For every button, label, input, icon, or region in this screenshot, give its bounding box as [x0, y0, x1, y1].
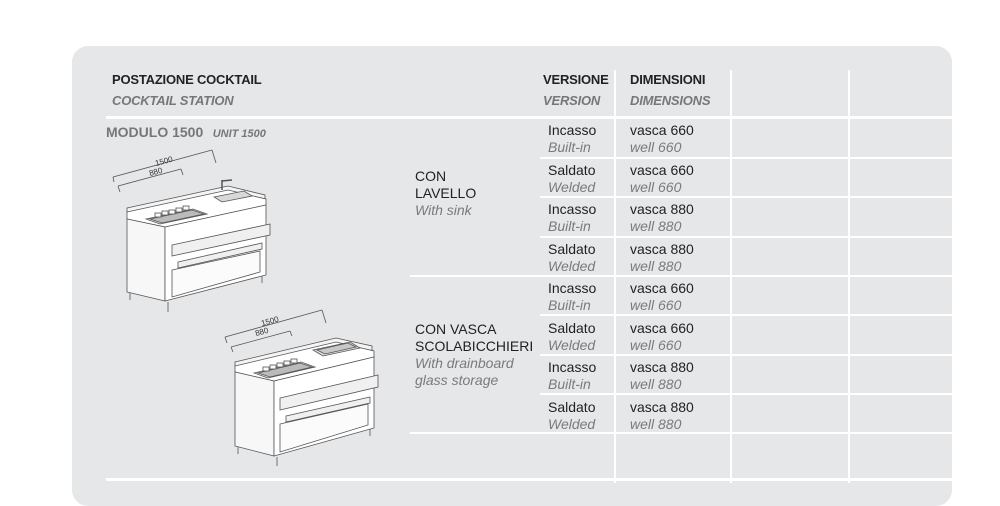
group-label-line: CON — [415, 168, 447, 184]
group-label-line: SCOLABICCHIERI — [415, 338, 534, 354]
group-divider — [410, 275, 952, 277]
station-with-drainboard-drawing: 1500 880 — [224, 309, 379, 466]
row-divider — [540, 196, 952, 198]
group-label-en: glass storage — [415, 372, 499, 388]
version-cell: Incasso — [548, 359, 597, 375]
dimension-cell-en: well 660 — [630, 297, 682, 313]
version-cell-en: Built-in — [548, 297, 591, 313]
version-cell: Incasso — [548, 201, 597, 217]
group-with-drainboard: CON VASCA SCOLABICCHIERI With drainboard… — [415, 321, 533, 389]
version-cell: Saldato — [548, 162, 596, 178]
version-cell: Incasso — [548, 280, 597, 296]
dimension-cell-en: well 660 — [630, 139, 682, 155]
dimensions-header: DIMENSIONI — [630, 72, 706, 87]
dimension-cell-en: well 880 — [630, 258, 682, 274]
dimension-cell: vasca 880 — [630, 241, 694, 257]
dimension-cell-en: well 660 — [630, 179, 682, 195]
version-header: VERSIONE — [543, 72, 609, 87]
table-bottom-divider — [410, 432, 952, 434]
dimension-cell: vasca 660 — [630, 280, 694, 296]
row-divider — [540, 236, 952, 238]
module-label-it: MODULO 1500 — [106, 124, 204, 140]
module-label: MODULO 1500 UNIT 1500 — [106, 124, 266, 142]
dimension-cell: vasca 660 — [630, 162, 694, 178]
station-with-sink-drawing: 1500 880 — [112, 149, 271, 312]
version-cell-en: Welded — [548, 416, 596, 432]
dimension-cell: vasca 660 — [630, 122, 694, 138]
version-cell: Saldato — [548, 320, 596, 336]
station-title-en: COCKTAIL STATION — [112, 93, 234, 108]
divider-header — [106, 116, 952, 119]
dimension-cell: vasca 880 — [630, 201, 694, 217]
dimension-cell-en: well 880 — [630, 416, 682, 432]
dimension-cell-en: well 880 — [630, 218, 682, 234]
dimension-cell: vasca 880 — [630, 399, 694, 415]
table-row: Incasso Built-in vasca 880 well 880 — [0, 358, 1000, 397]
group-label-line: CON VASCA — [415, 321, 497, 337]
version-cell-en: Welded — [548, 258, 596, 274]
footer-divider — [106, 478, 952, 481]
basin-width-dimension: 880 — [148, 166, 164, 178]
table-row: Saldato Welded vasca 660 well 660 — [0, 319, 1000, 358]
module-label-en: UNIT 1500 — [212, 128, 266, 140]
row-divider — [540, 354, 952, 356]
row-divider — [540, 393, 952, 395]
dimension-cell-en: well 660 — [630, 337, 682, 353]
group-label-en: With sink — [415, 202, 472, 218]
dimensions-header-en: DIMENSIONS — [630, 93, 711, 108]
version-cell-en: Built-in — [548, 376, 591, 392]
station-title: POSTAZIONE COCKTAIL — [112, 72, 262, 87]
table-row: Saldato Welded vasca 880 well 880 — [0, 398, 1000, 437]
version-cell-en: Welded — [548, 179, 596, 195]
table-row: Saldato Welded vasca 660 well 660 — [0, 161, 1000, 200]
group-with-sink: CON LAVELLO With sink — [415, 168, 476, 219]
dimension-cell-en: well 880 — [630, 376, 682, 392]
table-row: Saldato Welded vasca 880 well 880 — [0, 240, 1000, 279]
version-cell-en: Welded — [548, 337, 596, 353]
table-row: Incasso Built-in vasca 880 well 880 — [0, 200, 1000, 239]
version-cell: Saldato — [548, 241, 596, 257]
basin-width-dimension: 880 — [254, 326, 270, 338]
version-cell-en: Built-in — [548, 139, 591, 155]
dimension-cell: vasca 880 — [630, 359, 694, 375]
group-label-en: With drainboard — [415, 355, 514, 371]
version-header-en: VERSION — [543, 93, 601, 108]
row-divider — [540, 157, 952, 159]
version-cell-en: Built-in — [548, 218, 591, 234]
version-cell: Incasso — [548, 122, 597, 138]
dimension-cell: vasca 660 — [630, 320, 694, 336]
table-row: Incasso Built-in vasca 660 well 660 — [0, 121, 1000, 160]
row-divider — [540, 314, 952, 316]
table-row: Incasso Built-in vasca 660 well 660 — [0, 279, 1000, 318]
group-label-line: LAVELLO — [415, 185, 477, 201]
version-cell: Saldato — [548, 399, 596, 415]
